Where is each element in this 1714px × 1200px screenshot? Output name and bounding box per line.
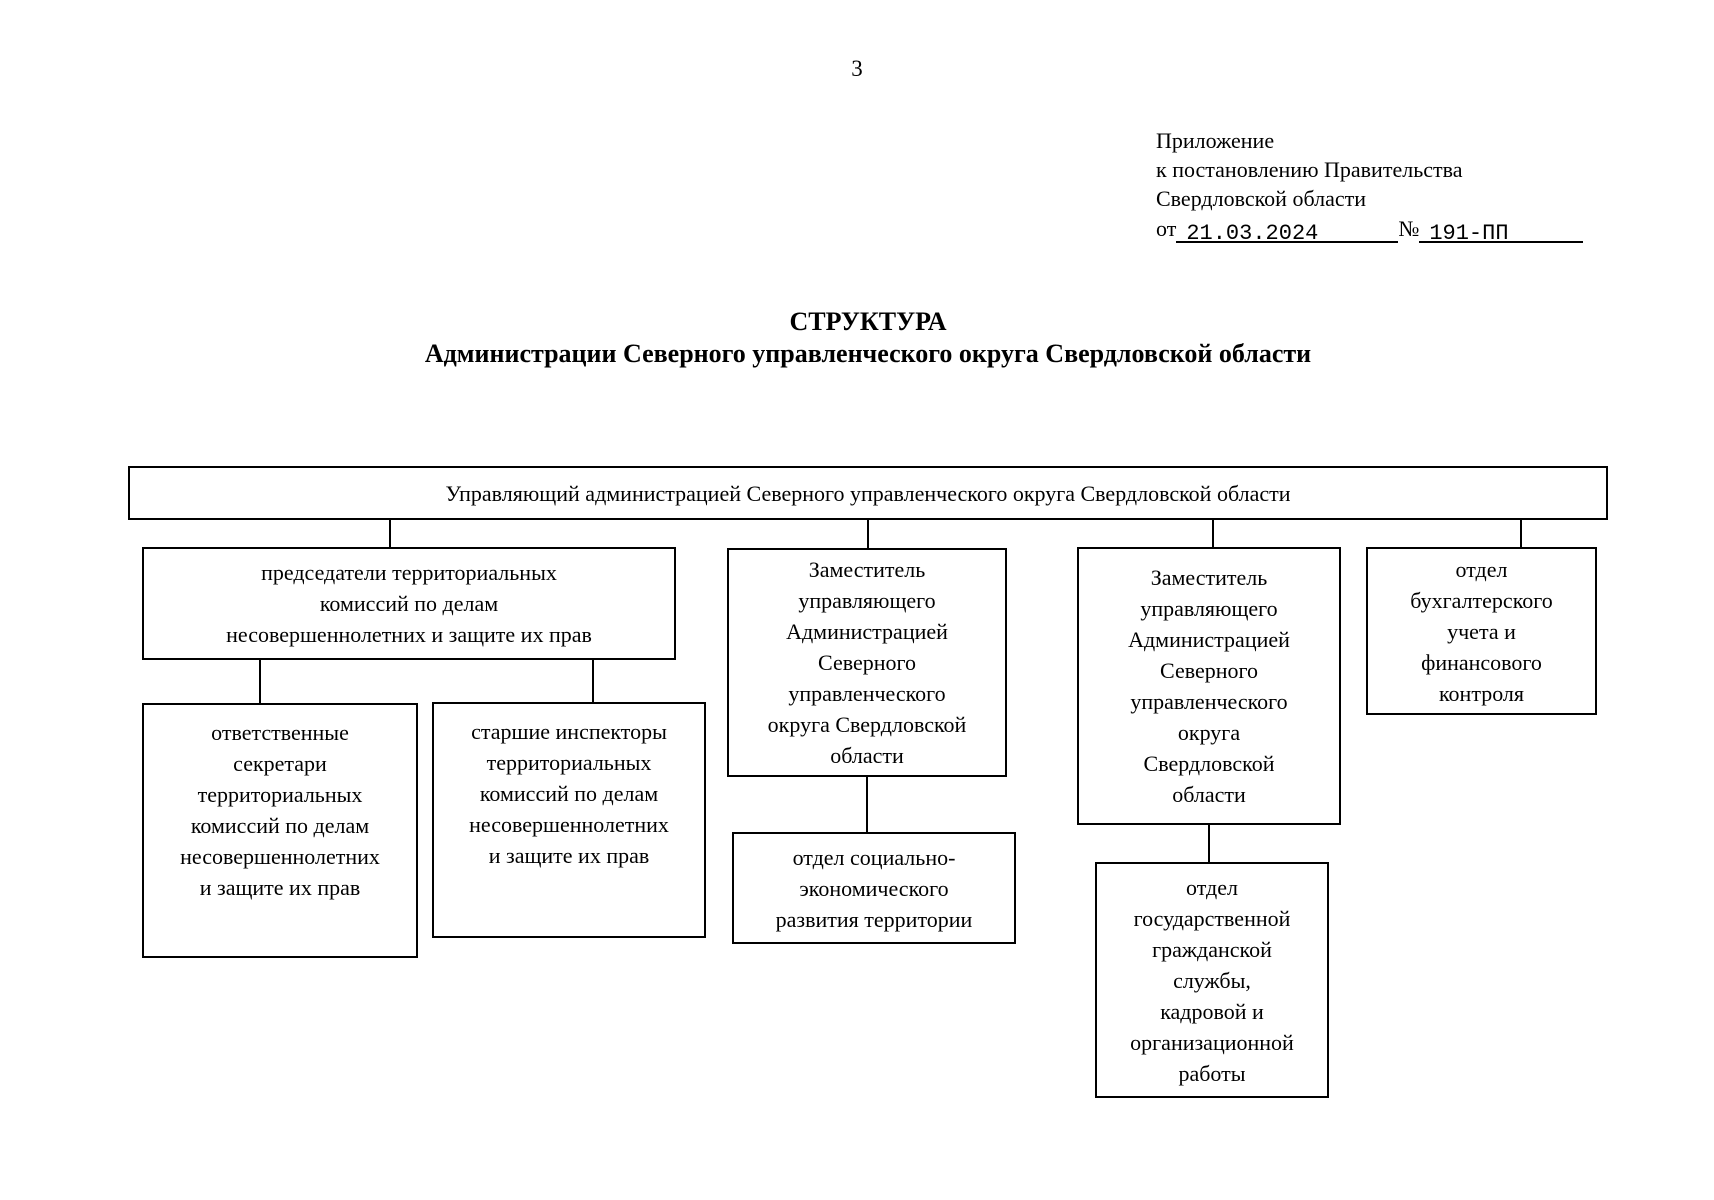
annex-line-3: Свердловской области xyxy=(1156,186,1366,211)
org-node-chairs-label: председатели территориальных комиссий по… xyxy=(226,560,592,647)
number-value: 191-ПП xyxy=(1429,221,1509,246)
document-subtitle: Администрации Северного управленческого … xyxy=(424,339,1312,368)
number-underline: 191-ПП xyxy=(1419,217,1584,246)
annex-block: Приложение к постановлению Правительства… xyxy=(1156,126,1626,246)
connector-manager-deputy2 xyxy=(1212,520,1214,547)
connector-deputy1-socio xyxy=(866,777,868,832)
org-node-civil-service-dept: отдел государственной гражданской службы… xyxy=(1095,862,1329,1098)
annex-line-2: к постановлению Правительства xyxy=(1156,157,1463,182)
connector-deputy2-civil xyxy=(1208,825,1210,862)
annex-reference-line: от 21.03.2024 № 191-ПП xyxy=(1156,214,1626,246)
page-number: 3 xyxy=(851,56,863,81)
document-title: СТРУКТУРА xyxy=(789,307,947,336)
org-node-manager: Управляющий администрацией Северного упр… xyxy=(128,466,1608,520)
annex-line-1: Приложение xyxy=(1156,128,1275,153)
org-node-deputy-1-label: Заместитель управляющего Администрацией … xyxy=(767,557,967,768)
org-node-accounting-dept: отдел бухгалтерского учета и финансового… xyxy=(1366,547,1597,715)
date-value: 21.03.2024 xyxy=(1186,221,1319,246)
connector-chairs-secretaries xyxy=(259,660,261,703)
org-node-inspectors: старшие инспекторы территориальных комис… xyxy=(432,702,706,938)
org-node-chairs: председатели территориальных комиссий по… xyxy=(142,547,676,660)
connector-manager-accounting xyxy=(1520,520,1522,547)
org-node-civil-service-dept-label: отдел государственной гражданской службы… xyxy=(1130,874,1294,1086)
org-node-deputy-2-label: Заместитель управляющего Администрацией … xyxy=(1128,565,1290,807)
org-node-manager-label: Управляющий администрацией Северного упр… xyxy=(445,480,1291,506)
org-node-secretaries-label: ответственные секретари территориальных … xyxy=(180,720,380,900)
title-block: СТРУКТУРА Администрации Северного управл… xyxy=(128,306,1608,370)
connector-manager-chairs xyxy=(389,520,391,547)
connector-manager-deputy1 xyxy=(867,520,869,548)
org-node-deputy-1: Заместитель управляющего Администрацией … xyxy=(727,548,1007,777)
date-underline: 21.03.2024 xyxy=(1176,217,1399,246)
org-node-deputy-2: Заместитель управляющего Администрацией … xyxy=(1077,547,1341,825)
org-node-accounting-dept-label: отдел бухгалтерского учета и финансового… xyxy=(1410,556,1553,706)
number-sign: № xyxy=(1398,216,1420,241)
org-node-socio-economic-dept: отдел социально- экономического развития… xyxy=(732,832,1016,944)
org-node-secretaries: ответственные секретари территориальных … xyxy=(142,703,418,958)
connector-chairs-inspectors xyxy=(592,660,594,702)
org-node-inspectors-label: старшие инспекторы территориальных комис… xyxy=(469,719,669,868)
org-node-socio-economic-dept-label: отдел социально- экономического развития… xyxy=(775,844,973,932)
date-prefix: от xyxy=(1156,216,1177,241)
